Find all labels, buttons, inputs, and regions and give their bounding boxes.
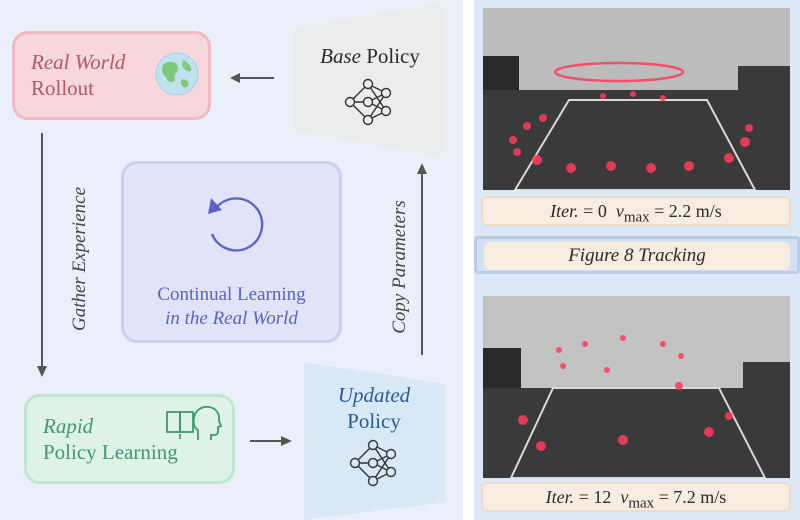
rollout-line2: Rollout: [31, 76, 95, 100]
rapid-line1: Rapid: [43, 414, 94, 438]
real-world-rollout-box: Real World Rollout: [12, 31, 211, 120]
arrow-icon: [417, 163, 427, 355]
gather-experience-label: Gather Experience: [69, 186, 90, 332]
globe-icon: [155, 52, 199, 96]
updated-line1: Updated: [337, 383, 411, 407]
tracking-photo-iter-0: [483, 8, 790, 190]
refresh-cycle-icon: [208, 197, 264, 252]
continual-label: Continual Learning in the Real World: [124, 283, 339, 331]
rollout-label: Real World Rollout: [31, 49, 125, 101]
tracking-photo-iter-12: [483, 296, 790, 478]
base-policy-label: Base Policy: [320, 44, 420, 68]
book-head-icon: [166, 405, 222, 440]
copy-parameters-label: Copy Parameters: [389, 200, 410, 334]
updated-policy-label: Updated Policy: [315, 382, 433, 434]
arrow-icon: [250, 436, 292, 446]
rapid-policy-learning-box: Rapid Policy Learning: [24, 394, 235, 484]
arrow-icon: [230, 73, 274, 83]
arrow-icon: [37, 133, 47, 377]
caption-iter-0: Iter. = 0 vmax = 2.2 m/s: [481, 196, 791, 226]
continual-line1: Continual Learning: [157, 284, 306, 305]
neural-network-icon: [349, 439, 397, 487]
caption-iter-12: Iter. = 12 vmax = 7.2 m/s: [481, 482, 791, 512]
updated-line2: Policy: [347, 409, 401, 433]
figure8-title: Figure 8 Tracking: [484, 242, 790, 270]
rapid-label: Rapid Policy Learning: [43, 413, 178, 465]
neural-network-icon: [344, 78, 392, 126]
rapid-line2: Policy Learning: [43, 440, 178, 464]
rollout-line1: Real World: [31, 50, 126, 74]
continual-line2: in the Real World: [165, 308, 298, 329]
continual-learning-box: Continual Learning in the Real World: [121, 161, 342, 343]
